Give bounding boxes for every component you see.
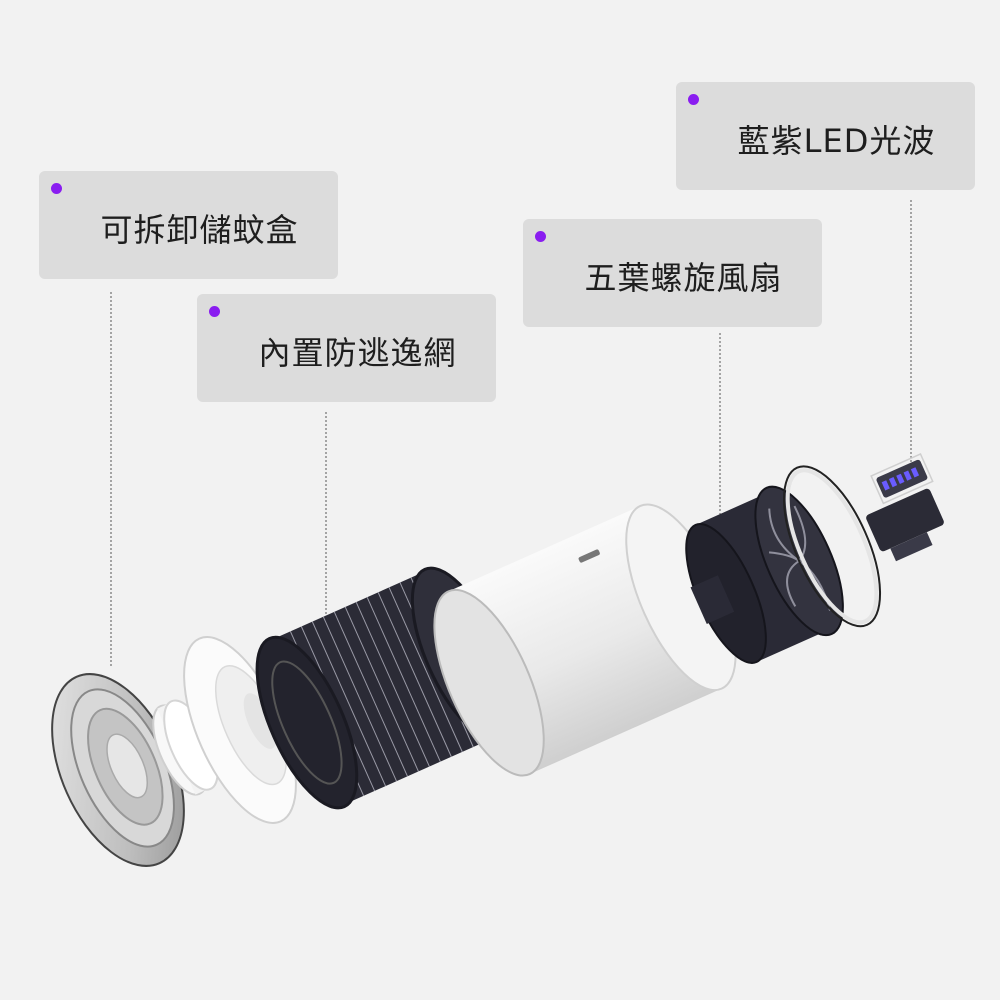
ring-part (152, 699, 219, 796)
bullet-dot-icon (209, 306, 220, 317)
leader-lines (110, 200, 912, 668)
bullet-dot-icon (688, 94, 699, 105)
cylinder-body-part (433, 503, 737, 777)
callout-label: 藍紫LED光波 (737, 122, 936, 160)
callout-label: 五葉螺旋風扇 (584, 259, 783, 297)
fan-part (685, 465, 882, 664)
callout-led: 藍紫LED光波 (676, 82, 975, 190)
bullet-dot-icon (51, 183, 62, 194)
storage-box-part (51, 673, 185, 867)
logo-mark (578, 549, 600, 563)
callout-label: 內置防逃逸網 (258, 334, 457, 372)
callout-label: 可拆卸儲蚊盒 (100, 211, 299, 249)
bullet-dot-icon (535, 231, 546, 242)
funnel-part (183, 636, 297, 824)
callout-fan: 五葉螺旋風扇 (523, 219, 822, 327)
callout-escape-net: 內置防逃逸網 (197, 294, 496, 402)
led-module-part (866, 453, 944, 562)
callout-storage-box: 可拆卸儲蚊盒 (39, 171, 338, 279)
